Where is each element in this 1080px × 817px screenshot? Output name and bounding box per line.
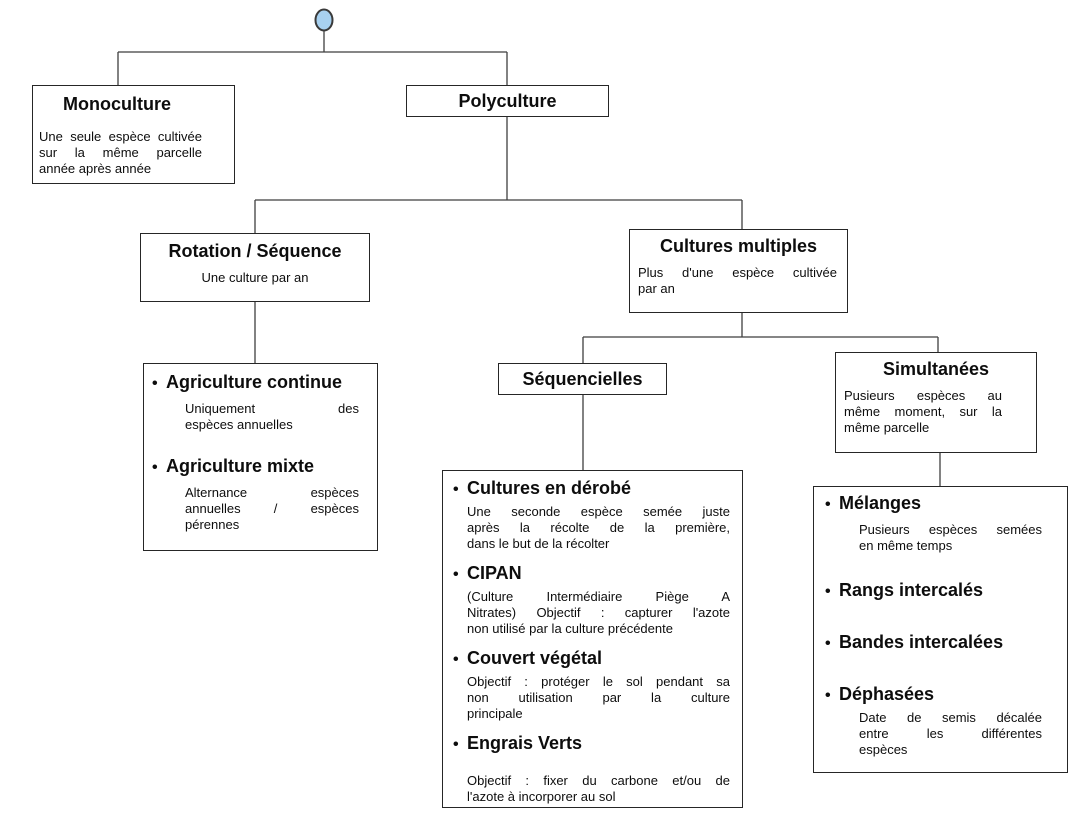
list-item-body: Date de semis décalée entre les différen…: [859, 710, 1042, 757]
list-item-title: • Bandes intercalées: [814, 631, 1067, 655]
list-item: • Bandes intercalées: [814, 631, 1067, 655]
list-item-title: • Agriculture mixte: [144, 455, 377, 479]
list-item: • Mélanges Pusieurs espèces semées en mê…: [814, 492, 1067, 554]
list-item: • Couvert végétal Objectif : protéger le…: [443, 647, 742, 722]
node-sequencielles: Séquencielles: [498, 363, 667, 395]
list-item-body: Alternance espèces annuelles / espèces p…: [185, 485, 359, 532]
list-item-body: Objectif : protéger le sol pendant sa no…: [467, 674, 730, 721]
list-item: • Déphasées Date de semis décalée entre …: [814, 683, 1067, 758]
node-rotation-sequence: Rotation / Séquence Une culture par an: [140, 233, 370, 302]
bullet-icon: •: [825, 583, 831, 600]
list-item: • Rangs intercalés: [814, 579, 1067, 603]
node-title: Polyculture: [458, 91, 557, 111]
node-title: Simultanées: [882, 359, 990, 379]
list-item-title: • Mélanges: [814, 492, 1067, 516]
node-title: Monoculture: [63, 94, 171, 114]
node-sequencielles-items: • Cultures en dérobé Une seconde espèce …: [442, 470, 743, 808]
list-item-body: Objectif : fixer du carbone et/ou de l'a…: [467, 773, 730, 804]
bullet-icon: •: [825, 635, 831, 652]
node-body: Pusieurs espèces au même moment, sur la …: [844, 388, 1002, 435]
node-body: Une culture par an: [201, 270, 309, 285]
bullet-icon: •: [453, 481, 459, 498]
bullet-icon: •: [825, 687, 831, 704]
bullet-icon: •: [152, 375, 158, 392]
node-title: Cultures multiples: [659, 236, 818, 256]
root-node-icon: [314, 8, 334, 32]
node-polyculture: Polyculture: [406, 85, 609, 117]
bullet-icon: •: [453, 736, 459, 753]
list-item-title: • Engrais Verts: [443, 732, 742, 756]
list-item-title: • CIPAN: [443, 562, 742, 586]
list-item-title: • Déphasées: [814, 683, 1067, 707]
bullet-icon: •: [825, 496, 831, 513]
node-monoculture: Monoculture Une seule espèce cultivée su…: [32, 85, 235, 184]
list-item-title: • Couvert végétal: [443, 647, 742, 671]
list-item: • Agriculture mixte Alternance espèces a…: [144, 455, 377, 533]
list-item-title: • Rangs intercalés: [814, 579, 1067, 603]
list-item-title: • Agriculture continue: [144, 371, 377, 395]
list-item: • CIPAN (Culture Intermédiaire Piège A N…: [443, 562, 742, 637]
list-item: • Agriculture continue Uniquement des es…: [144, 371, 377, 433]
list-item-title: • Cultures en dérobé: [443, 477, 742, 501]
node-title: Rotation / Séquence: [168, 241, 342, 261]
node-rotation-items: • Agriculture continue Uniquement des es…: [143, 363, 378, 551]
bullet-icon: •: [453, 651, 459, 668]
node-title: Séquencielles: [522, 369, 643, 389]
bullet-icon: •: [152, 459, 158, 476]
list-item-body: Une seconde espèce semée juste après la …: [467, 504, 730, 551]
list-item-body: Uniquement des espèces annuelles: [185, 401, 359, 432]
list-item-body: (Culture Intermédiaire Piège A Nitrates)…: [467, 589, 730, 636]
node-simultanees-items: • Mélanges Pusieurs espèces semées en mê…: [813, 486, 1068, 773]
node-body: Une seule espèce cultivée sur la même pa…: [39, 129, 202, 176]
node-simultanees: Simultanées Pusieurs espèces au même mom…: [835, 352, 1037, 453]
bullet-icon: •: [453, 566, 459, 583]
list-item: • Engrais Verts Objectif : fixer du carb…: [443, 732, 742, 805]
list-item-body: Pusieurs espèces semées en même temps: [859, 522, 1042, 553]
list-item: • Cultures en dérobé Une seconde espèce …: [443, 477, 742, 552]
node-body: Plus d'une espèce cultivée par an: [638, 265, 837, 296]
node-cultures-multiples: Cultures multiples Plus d'une espèce cul…: [629, 229, 848, 313]
